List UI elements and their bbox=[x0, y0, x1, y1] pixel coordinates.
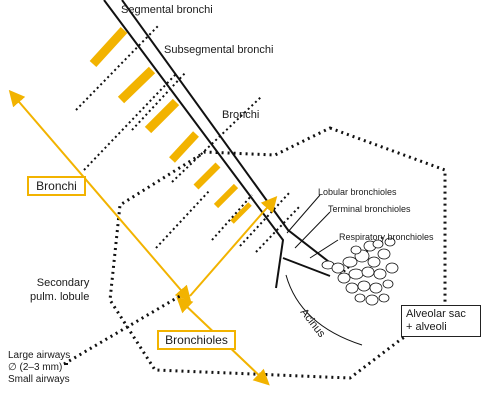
bronchi-label: Bronchi bbox=[222, 109, 260, 121]
acinus-arc bbox=[285, 274, 363, 346]
lobular-bronchioles-label: Lobular bronchioles bbox=[318, 187, 397, 197]
airway-wall-right bbox=[121, 0, 343, 273]
diameter-label: ∅ (2–3 mm) bbox=[8, 362, 63, 373]
secondary-lobule-line1: Secondary bbox=[36, 277, 90, 289]
bronchioles-range-arrow bbox=[189, 195, 278, 297]
alveolar-cluster bbox=[321, 237, 399, 306]
secondary-lobule-line2: pulm. lobule bbox=[30, 291, 90, 303]
alveolar-sac-line1: Alveolar sac bbox=[406, 308, 466, 320]
subsegmental-bronchi-label: Subsegmental bronchi bbox=[164, 44, 274, 56]
terminal-bronchioles-label: Terminal bronchioles bbox=[328, 204, 411, 214]
alveolar-sac-line2: + alveoli bbox=[406, 321, 447, 333]
segmental-bronchi-label: Segmental bronchi bbox=[121, 4, 213, 16]
label-pointers bbox=[286, 194, 339, 259]
large-airways-label: Large airways bbox=[8, 350, 71, 361]
cartilage-rings bbox=[89, 26, 252, 224]
acinus-label: Acinus bbox=[298, 306, 328, 340]
secondary-lobule-label: Secondary pulm. lobule bbox=[30, 276, 89, 304]
airway-size-label: Large airways ∅ (2–3 mm) Small airways bbox=[8, 350, 70, 386]
bronchi-box-text: Bronchi bbox=[36, 179, 77, 193]
small-airways-label: Small airways bbox=[8, 374, 70, 385]
secondary-lobule-boundary bbox=[108, 126, 447, 380]
alveolar-sac-box: Alveolar sac + alveoli bbox=[401, 305, 481, 337]
bronchioles-box: Bronchioles bbox=[157, 330, 236, 350]
airway-wall-left bbox=[103, 0, 285, 289]
bronchi-box: Bronchi bbox=[27, 176, 86, 196]
airway-size-divider bbox=[63, 294, 181, 366]
bronchioles-box-text: Bronchioles bbox=[165, 333, 228, 347]
bronchi-range-arrow bbox=[8, 89, 192, 303]
airway-branch-inner bbox=[282, 257, 331, 277]
respiratory-bronchioles-label: Respiratory bronchioles bbox=[339, 232, 434, 242]
